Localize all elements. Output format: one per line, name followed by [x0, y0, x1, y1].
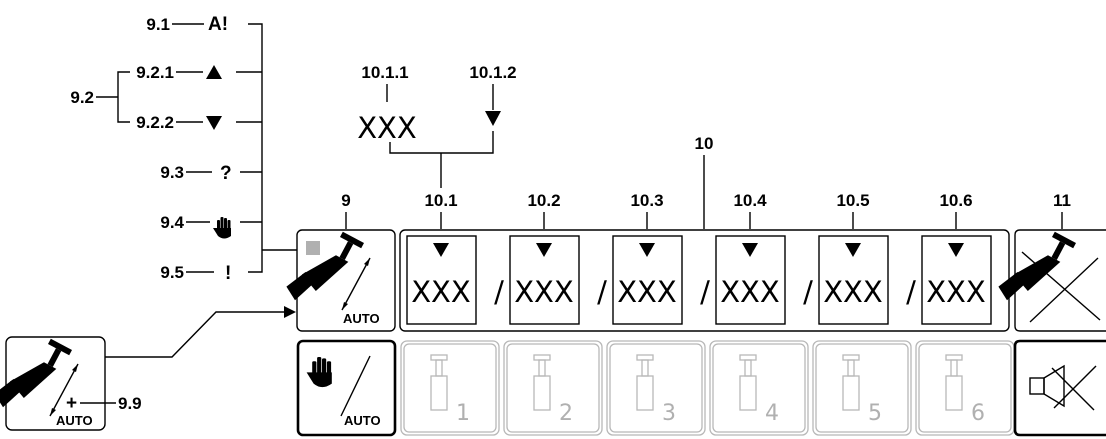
triangle-down-icon: [206, 116, 222, 130]
label-9-4: 9.4: [160, 213, 184, 232]
cylinder-number: 5: [868, 401, 882, 426]
section-label: 10.1: [424, 191, 457, 210]
section-label: 10.6: [939, 191, 972, 210]
label-10: 10: [695, 134, 714, 153]
connector-9-9: [105, 311, 292, 358]
cross-line-icon: [1021, 251, 1101, 321]
label-9: 9: [341, 191, 350, 210]
sections: XXX / XXX / XXX / XXX / XXX / XXX: [406, 235, 992, 325]
section-value: XXX: [411, 275, 471, 309]
legend-value-text: XXX: [357, 111, 417, 145]
section-value: XXX: [926, 275, 986, 309]
cylinder-number: 6: [971, 401, 985, 426]
section-separator: /: [700, 275, 710, 309]
cylinder-button-inner: [403, 343, 497, 433]
section-label: 10.4: [733, 191, 767, 210]
label-10-1-2: 10.1.2: [469, 63, 516, 82]
section-labels: 10.1 10.2 10.3 10.4 10.5 10.6: [424, 191, 973, 229]
status-square: [306, 241, 320, 255]
separator-slash: [340, 355, 371, 417]
label-10-1-1: 10.1.1: [361, 63, 408, 82]
cylinder-number: 2: [559, 401, 573, 426]
triangle-down-icon: [639, 243, 655, 257]
label-9-2-2: 9.2.2: [136, 113, 174, 132]
plus-sign: +: [66, 393, 77, 414]
triangle-down-icon: [433, 243, 449, 257]
section-value: XXX: [720, 275, 780, 309]
speaker-muted-icon: [1029, 364, 1097, 411]
label-9-5: 9.5: [160, 263, 184, 282]
mute-button[interactable]: [1013, 339, 1106, 437]
section-separator: /: [803, 275, 813, 309]
cylinder-number: 4: [765, 401, 779, 426]
cylinder-button-inner: [506, 343, 600, 433]
section-value: XXX: [514, 275, 574, 309]
triangle-down-icon: [536, 243, 552, 257]
bracket-9-2: [117, 71, 130, 123]
section-separator: /: [597, 275, 607, 309]
section-value: XXX: [617, 275, 677, 309]
symbol-9-1: A!: [208, 14, 228, 35]
auto-label: AUTO: [56, 413, 93, 428]
cylinder-buttons: 1 2 3 4 5 6: [400, 340, 1015, 436]
cylinder-number: 3: [662, 401, 676, 426]
triangle-down-icon: [845, 243, 861, 257]
cylinder-button-inner: [609, 343, 703, 433]
cylinder-button-inner: [712, 343, 806, 433]
label-9-9: 9.9: [118, 394, 142, 413]
auto-label: AUTO: [343, 311, 380, 326]
triangle-down-icon: [742, 243, 758, 257]
legend-triangle-down-icon: [485, 111, 501, 126]
label-11: 11: [1053, 191, 1071, 210]
cylinder-number: 1: [456, 401, 470, 426]
section-label: 10.3: [630, 191, 663, 210]
triangle-down-icon: [948, 243, 964, 257]
section-label: 10.2: [527, 191, 560, 210]
section-value: XXX: [823, 275, 883, 309]
section-label: 10.5: [836, 191, 869, 210]
label-9-1: 9.1: [146, 15, 170, 34]
hand-icon: [213, 217, 231, 239]
section-separator: /: [906, 275, 916, 309]
cylinder-button-inner: [815, 343, 909, 433]
auto-plus-button[interactable]: [5, 336, 106, 431]
bracket-9-list: [248, 23, 263, 273]
symbol-9-3: ?: [220, 163, 232, 184]
auto-label: AUTO: [344, 413, 381, 428]
triangle-up-icon: [206, 65, 222, 79]
connector-arrowhead: [284, 306, 296, 318]
symbol-9-5: !: [225, 263, 231, 284]
label-9-2-1: 9.2.1: [136, 63, 174, 82]
section-separator: /: [494, 275, 504, 309]
label-9-3: 9.3: [160, 163, 184, 182]
label-9-2: 9.2: [70, 88, 94, 107]
cylinder-button-inner: [918, 343, 1012, 433]
